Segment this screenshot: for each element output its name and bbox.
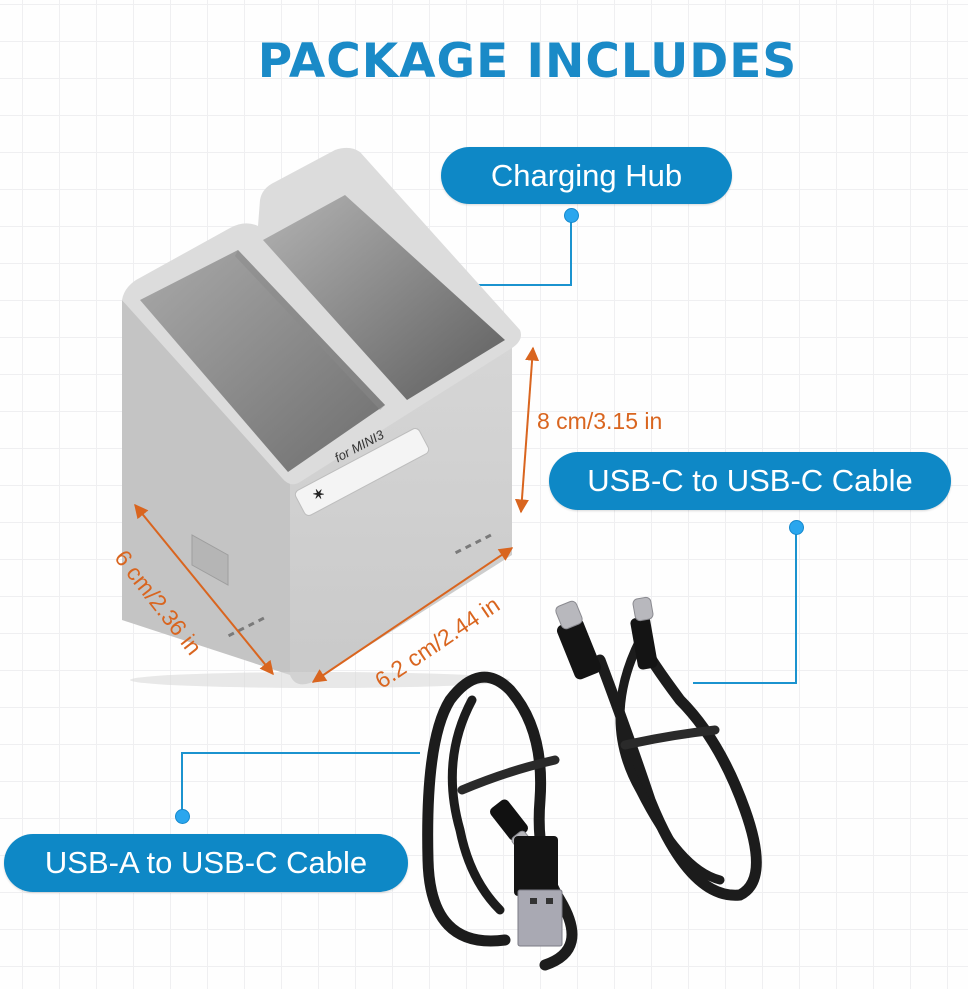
dimension-arrows	[134, 346, 540, 683]
connector-dot-icon	[564, 208, 579, 223]
page-title: PACKAGE INCLUDES	[257, 34, 798, 89]
dimension-height: 8 cm/3.15 in	[537, 408, 663, 434]
connector-lines	[181, 215, 797, 815]
callout-label: USB-A to USB-C Cable	[44, 845, 368, 880]
callout-label: Charging Hub	[490, 157, 683, 193]
connector-dot-icon	[789, 520, 804, 535]
usb-a-cable-image	[422, 671, 578, 971]
callout-charging-hub: Charging Hub	[441, 147, 732, 204]
callout-usb-c-cable: USB-C to USB-C Cable	[549, 452, 951, 510]
callout-label: USB-C to USB-C Cable	[587, 463, 913, 498]
usb-c-cable-image	[555, 596, 762, 901]
callout-usb-a-cable: USB-A to USB-C Cable	[4, 834, 408, 892]
connector-dot-icon	[175, 809, 190, 824]
charging-hub-image	[122, 147, 521, 688]
